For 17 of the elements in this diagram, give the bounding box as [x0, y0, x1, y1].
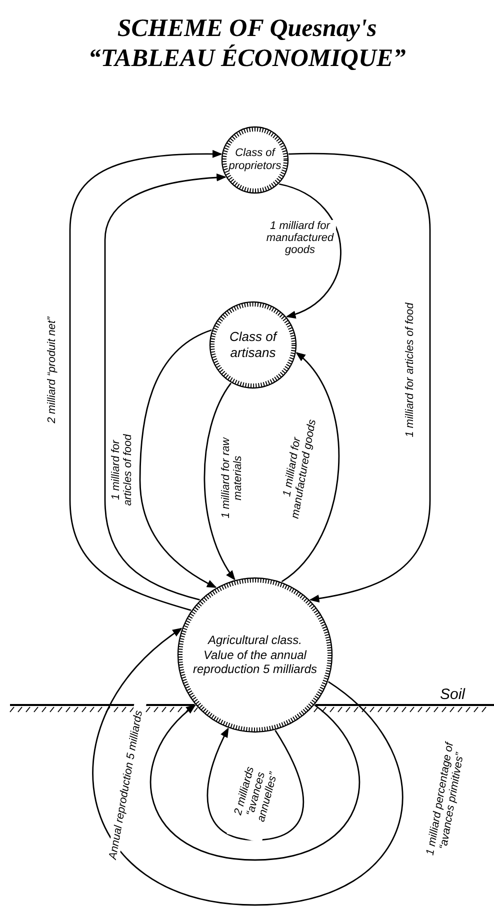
ground-label: Soil [440, 685, 466, 705]
node-label: Class of artisans [228, 329, 278, 361]
flow-arrow [206, 727, 304, 841]
edge-label: 1 milliard for manufactured goods [264, 220, 336, 256]
flow-arrow [104, 174, 227, 600]
title: SCHEME OF Quesnay's “TABLEAU ÉCONOMIQUE” [87, 14, 407, 74]
flow-arrow [139, 329, 217, 588]
flow-arrow [92, 628, 404, 906]
node-label: Agricultural class. [206, 633, 304, 648]
flow-arrow [150, 704, 360, 861]
flow-arrow [204, 382, 236, 581]
flow-arrow [69, 150, 222, 611]
node-label: Value of the annual reproduction 5 milliards [192, 648, 318, 677]
flow-arrow [278, 183, 342, 318]
flow-arrow [281, 352, 340, 582]
node-label: Class of proprietors [228, 146, 282, 174]
flow-arrow [288, 152, 431, 602]
